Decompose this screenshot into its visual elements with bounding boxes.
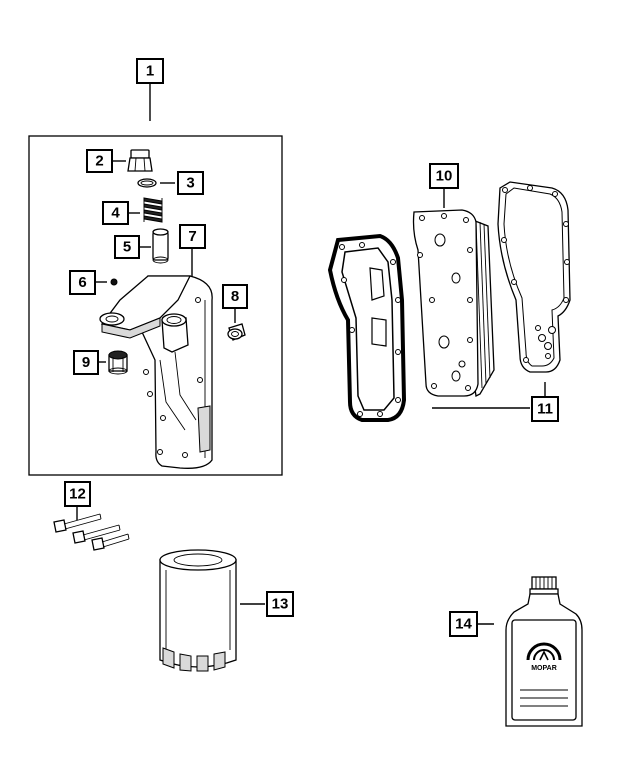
callout-2[interactable]: 2 (86, 149, 113, 173)
callout-7[interactable]: 7 (179, 224, 206, 249)
callout-9[interactable]: 9 (73, 350, 99, 375)
callout-13[interactable]: 13 (266, 591, 294, 617)
svg-text:10: 10 (436, 168, 453, 185)
o-ring-part (137, 178, 157, 188)
callout-1[interactable]: 1 (136, 58, 164, 84)
filter-housing-part (99, 275, 213, 469)
mopar-logo-icon (526, 642, 562, 661)
svg-text:8: 8 (231, 288, 239, 305)
bolt-part-3 (91, 533, 130, 551)
bolt-part-1 (53, 513, 102, 533)
cap-part (108, 350, 128, 375)
svg-text:7: 7 (188, 228, 196, 245)
callout-10[interactable]: 10 (429, 163, 459, 189)
oil-cooler-part (412, 209, 495, 397)
bottle-brand-label: MOPAR (531, 665, 557, 672)
svg-text:4: 4 (111, 205, 120, 222)
svg-text:14: 14 (455, 616, 472, 633)
svg-text:1: 1 (146, 63, 154, 80)
valve-part (152, 228, 169, 264)
callout-5[interactable]: 5 (114, 235, 140, 259)
callout-3[interactable]: 3 (177, 171, 204, 195)
callout-12[interactable]: 12 (64, 481, 91, 507)
cooler-gasket-right-part (497, 181, 571, 373)
assembly-frame (28, 135, 283, 476)
svg-text:12: 12 (69, 486, 86, 503)
svg-text:9: 9 (82, 354, 90, 371)
svg-text:11: 11 (537, 401, 553, 418)
callout-4[interactable]: 4 (102, 201, 129, 225)
cooler-gasket-left-part (327, 233, 407, 422)
svg-text:2: 2 (95, 153, 103, 170)
callout-11[interactable]: 11 (531, 396, 559, 422)
plug-part (127, 149, 153, 172)
oil-filter-part (159, 549, 237, 672)
fitting-part (227, 323, 246, 341)
ball-part (110, 278, 118, 286)
spring-part (143, 197, 163, 223)
svg-text:3: 3 (186, 175, 194, 192)
bolt-part-2 (72, 524, 121, 544)
callout-6[interactable]: 6 (69, 270, 96, 295)
svg-text:6: 6 (78, 274, 86, 291)
callout-8[interactable]: 8 (222, 284, 248, 309)
svg-text:5: 5 (123, 239, 131, 256)
callout-14[interactable]: 14 (449, 611, 478, 637)
oil-bottle-part: MOPAR (505, 576, 583, 727)
svg-text:13: 13 (272, 596, 289, 613)
